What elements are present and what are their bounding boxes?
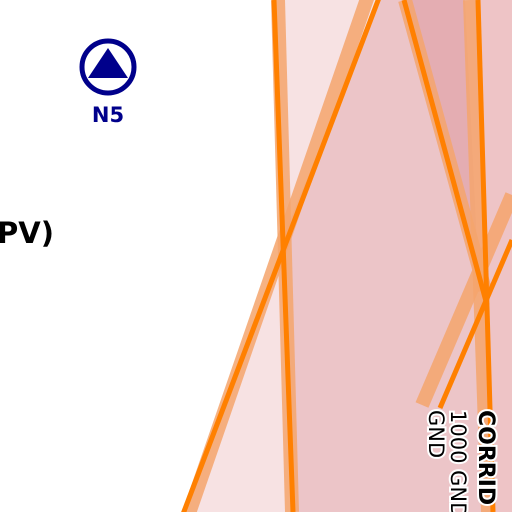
navaid-n5-label: N5	[92, 103, 124, 127]
zone-label-limits-upper: 1000 GND	[446, 410, 470, 512]
zone-label-limits-lower: GND	[424, 410, 448, 458]
corridor-lower-border-halo	[415, 192, 512, 408]
corridor-diagonal-border	[401, 0, 490, 306]
airspace-border-halos	[182, 0, 512, 512]
airspace-borders	[181, 0, 512, 512]
corridor-east-border	[475, 0, 496, 512]
corridor-vertical-border	[271, 0, 296, 512]
airspace-label-partial: PV)	[0, 216, 54, 250]
reporting-point-triangle-icon	[79, 38, 137, 96]
corridor-zone-label: CORRID 1000 GND GND	[422, 408, 500, 512]
navaid-n5[interactable]: N5	[79, 38, 137, 127]
zone-label-title: CORRID	[473, 410, 498, 505]
corridor-lower-border	[437, 239, 512, 409]
